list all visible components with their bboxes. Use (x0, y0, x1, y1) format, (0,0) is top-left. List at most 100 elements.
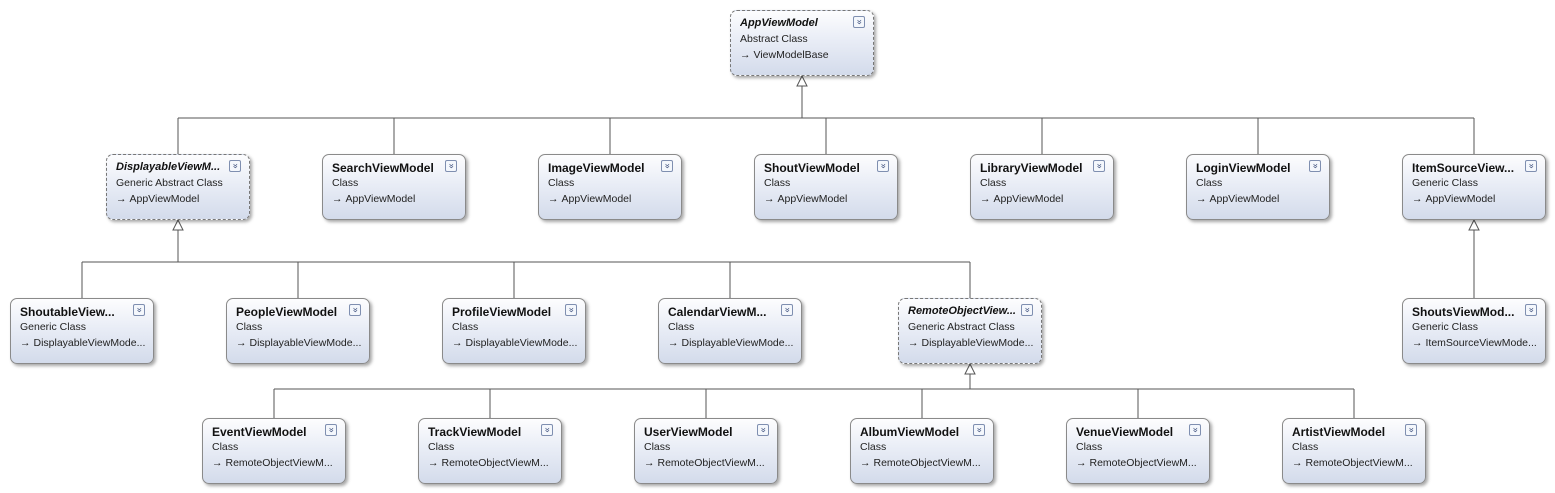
class-name: ShoutableView... (20, 305, 115, 319)
chevron-double-down-icon[interactable]: » (1309, 160, 1321, 172)
class-box-remote[interactable]: RemoteObjectView...»Generic Abstract Cla… (898, 298, 1042, 364)
class-kind: Generic Class (20, 321, 86, 333)
base-class-name: AppViewModel (777, 193, 848, 205)
chevron-double-down-icon[interactable]: » (229, 160, 241, 172)
class-name: TrackViewModel (428, 425, 522, 439)
class-name: ShoutsViewMod... (1412, 305, 1515, 319)
base-class-name: RemoteObjectViewM... (225, 457, 333, 469)
base-class-row: →RemoteObjectViewM... (428, 457, 556, 469)
base-class-row: →ViewModelBase (740, 49, 868, 61)
chevron-double-down-icon[interactable]: » (445, 160, 457, 172)
chevron-double-down-icon[interactable]: » (325, 424, 337, 436)
class-box-library[interactable]: LibraryViewModel»Class→AppViewModel (970, 154, 1114, 220)
inherits-arrow-icon: → (1292, 457, 1303, 469)
class-kind: Class (1292, 441, 1319, 453)
class-kind: Class (212, 441, 239, 453)
class-box-user[interactable]: UserViewModel»Class→RemoteObjectViewM... (634, 418, 778, 484)
class-name: ItemSourceView... (1412, 161, 1515, 175)
class-box-login[interactable]: LoginViewModel»Class→AppViewModel (1186, 154, 1330, 220)
inherits-arrow-icon: → (1076, 457, 1087, 469)
base-class-name: RemoteObjectViewM... (657, 457, 765, 469)
class-box-track[interactable]: TrackViewModel » Class →RemoteObjectViewM..… (418, 418, 562, 484)
base-class-row: →DisplayableViewMode... (236, 337, 364, 349)
base-class-row: →DisplayableViewMode... (452, 337, 580, 349)
chevron-double-down-icon[interactable]: » (541, 424, 553, 436)
chevron-double-down-icon[interactable]: » (757, 424, 769, 436)
class-box-app[interactable]: AppViewModel»Abstract Class→ViewModelBas… (730, 10, 874, 76)
class-box-shouts[interactable]: ShoutsViewMod...»Generic Class→ItemSourc… (1402, 298, 1546, 364)
base-class-row: →RemoteObjectViewM... (644, 457, 772, 469)
class-kind: Class (332, 177, 359, 189)
chevron-double-down-icon[interactable]: » (853, 16, 865, 28)
inherits-arrow-icon: → (860, 457, 871, 469)
base-class-row: →AppViewModel (980, 193, 1108, 205)
inherits-arrow-icon: → (332, 193, 343, 205)
class-box-people[interactable]: PeopleViewModel » Class →DisplayableViewMod… (226, 298, 370, 364)
chevron-double-down-icon[interactable]: » (1405, 424, 1417, 436)
class-name: ShoutViewModel (764, 161, 860, 175)
class-kind: Class (548, 177, 575, 189)
base-class-name: ItemSourceViewMode... (1425, 337, 1537, 349)
base-class-row: →DisplayableViewMode... (20, 337, 148, 349)
class-box-venue[interactable]: VenueViewModel»Class→RemoteObjectViewM..… (1066, 418, 1210, 484)
chevron-double-down-icon[interactable]: » (661, 160, 673, 172)
chevron-double-down-icon[interactable]: » (973, 424, 985, 436)
inherits-arrow-icon: → (908, 337, 919, 349)
base-class-row: →RemoteObjectViewM... (1292, 457, 1420, 469)
class-box-disp[interactable]: DisplayableViewM...»Generic Abstract Cla… (106, 154, 250, 220)
base-class-name: RemoteObjectViewM... (441, 457, 549, 469)
inherits-arrow-icon: → (1412, 193, 1423, 205)
inherits-arrow-icon: → (116, 193, 127, 205)
class-kind: Class (1076, 441, 1103, 453)
class-box-calendar[interactable]: CalendarViewM...»Class→DisplayableViewMo… (658, 298, 802, 364)
class-name: LibraryViewModel (980, 161, 1083, 175)
generalization-arrowhead-app (796, 74, 808, 87)
base-class-row: →AppViewModel (764, 193, 892, 205)
chevron-double-down-icon[interactable]: » (781, 304, 793, 316)
class-name: UserViewModel (644, 425, 733, 439)
inherits-arrow-icon: → (668, 337, 679, 349)
class-name: CalendarViewM... (668, 305, 767, 319)
inherits-arrow-icon: → (980, 193, 991, 205)
class-name: LoginViewModel (1196, 161, 1291, 175)
class-box-profile[interactable]: ProfileViewModel»Class→DisplayableViewMo… (442, 298, 586, 364)
class-kind: Generic Class (1412, 177, 1478, 189)
class-name: AlbumViewModel (860, 425, 960, 439)
chevron-double-down-icon[interactable]: » (133, 304, 145, 316)
chevron-double-down-icon[interactable]: » (1525, 304, 1537, 316)
chevron-double-down-icon[interactable]: » (1093, 160, 1105, 172)
class-box-itemsrc[interactable]: ItemSourceView...»Generic Class→AppViewM… (1402, 154, 1546, 220)
class-box-artist[interactable]: ArtistViewModel » Class →RemoteObjectViewM.… (1282, 418, 1426, 484)
chevron-double-down-icon[interactable]: » (877, 160, 889, 172)
chevron-double-down-icon[interactable]: » (565, 304, 577, 316)
class-name: ImageViewModel (548, 161, 645, 175)
base-class-name: AppViewModel (129, 193, 200, 205)
class-box-event[interactable]: EventViewModel»Class→RemoteObjectViewM..… (202, 418, 346, 484)
inherits-arrow-icon: → (20, 337, 31, 349)
chevron-double-down-icon[interactable]: » (1525, 160, 1537, 172)
chevron-double-down-icon[interactable]: » (1189, 424, 1201, 436)
base-class-name: DisplayableViewMode... (465, 337, 578, 349)
class-kind: Generic Class (1412, 321, 1478, 333)
class-kind: Class (668, 321, 695, 333)
class-box-shoutable[interactable]: ShoutableView... » Generic Class →Displayab… (10, 298, 154, 364)
base-class-name: DisplayableViewMode... (33, 337, 146, 349)
class-name: ArtistViewModel (1292, 425, 1386, 439)
generalization-arrowhead-remote (964, 362, 976, 375)
class-kind: Class (764, 177, 791, 189)
class-box-image[interactable]: ImageViewModel»Class→AppViewModel (538, 154, 682, 220)
class-name: AppViewModel (740, 17, 818, 29)
base-class-row: →RemoteObjectViewM... (1076, 457, 1204, 469)
class-kind: Class (236, 321, 263, 333)
chevron-double-down-icon[interactable]: » (1021, 304, 1033, 316)
class-name: PeopleViewModel (236, 305, 338, 319)
class-kind: Class (1196, 177, 1223, 189)
class-box-album[interactable]: AlbumViewModel»Class→RemoteObjectViewM..… (850, 418, 994, 484)
class-kind: Class (428, 441, 455, 453)
class-box-shout[interactable]: ShoutViewModel » Class →AppViewModel (754, 154, 898, 220)
class-box-search[interactable]: SearchViewModel»Class→AppViewModel (322, 154, 466, 220)
class-kind: Class (452, 321, 479, 333)
class-name: DisplayableViewM... (116, 161, 221, 173)
chevron-double-down-icon[interactable]: » (349, 304, 361, 316)
